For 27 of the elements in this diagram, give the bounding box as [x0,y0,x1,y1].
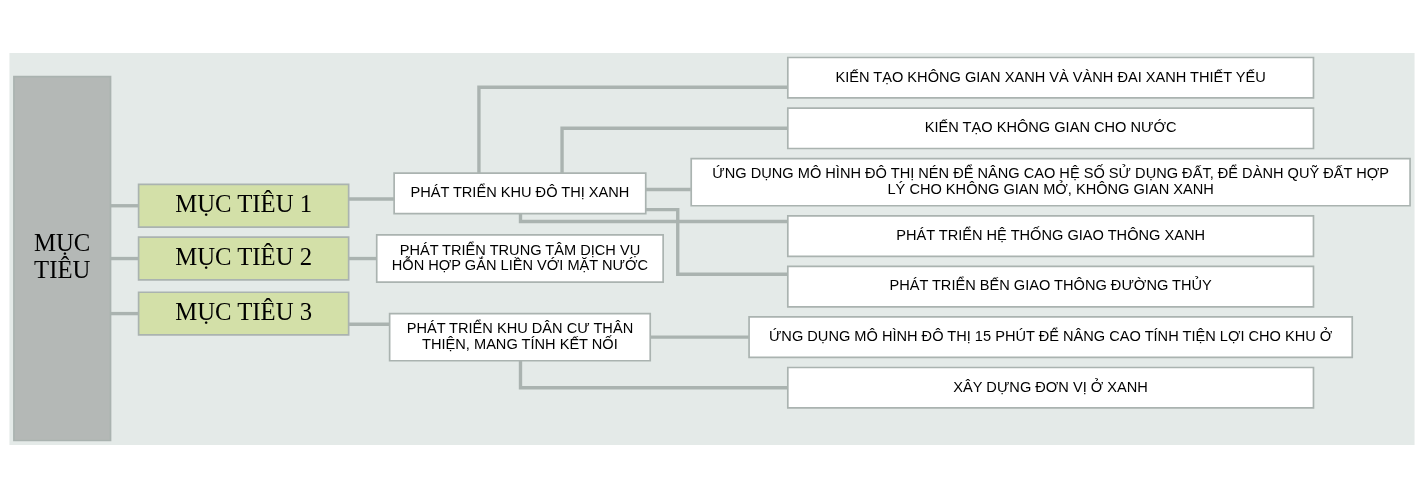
connector [518,360,788,390]
node-box: PHÁT TRIỂN TRUNG TÂM DỊCH VỤ HỖN HỢP GẮN LIỀN VỚI MẶT NƯỚC [375,234,664,283]
connector [477,85,788,173]
node-box: MỤC TIÊU 3 [137,291,350,336]
node-box: KIẾN TẠO KHÔNG GIAN XANH VÀ VÀNH ĐAI XANH THIẾT YẾU [787,56,1315,99]
connector [560,126,788,174]
connector [348,197,395,201]
node-box: PHÁT TRIỂN KHU ĐÔ THỊ XANH [393,172,647,215]
connector [110,256,139,261]
connector [348,322,390,326]
connector [348,256,377,261]
connector [110,311,139,316]
node-box: XÂY DỰNG ĐƠN VỊ Ở XANH [787,366,1315,409]
node-box: MỤC TIÊU 1 [137,183,350,228]
node-box: PHÁT TRIỂN HỆ THỐNG GIAO THÔNG XANH [787,215,1315,258]
connector [110,204,139,208]
connector [650,335,749,339]
connector [518,213,788,224]
node-box: PHÁT TRIỂN KHU DÂN CƯ THÂN THIỆN, MANG TÍNH KẾT NỐI [388,312,652,362]
node-box: MỤC TIÊU [13,75,112,442]
node-box: ỨNG DỤNG MÔ HÌNH ĐÔ THỊ 15 PHÚT ĐỂ NÂNG CAO TÍNH TIỆN LỢI CHO KHU Ở [748,316,1354,359]
connector [646,187,691,192]
node-box: MỤC TIÊU 2 [137,236,350,281]
node-box: ỨNG DỤNG MÔ HÌNH ĐÔ THỊ NÉN ĐỂ NÂNG CAO HỆ SỐ SỬ DỤNG ĐẤT, ĐỂ DÀNH QUỸ ĐẤT HỢP LÝ CHO KHÔNG GIAN MỞ, KHÔNG GIAN XANH [690,157,1411,207]
node-box: KIẾN TẠO KHÔNG GIAN CHO NƯỚC [787,107,1315,150]
node-box: PHÁT TRIỂN BẾN GIAO THÔNG ĐƯỜNG THỦY [787,265,1315,308]
connector [645,208,788,276]
